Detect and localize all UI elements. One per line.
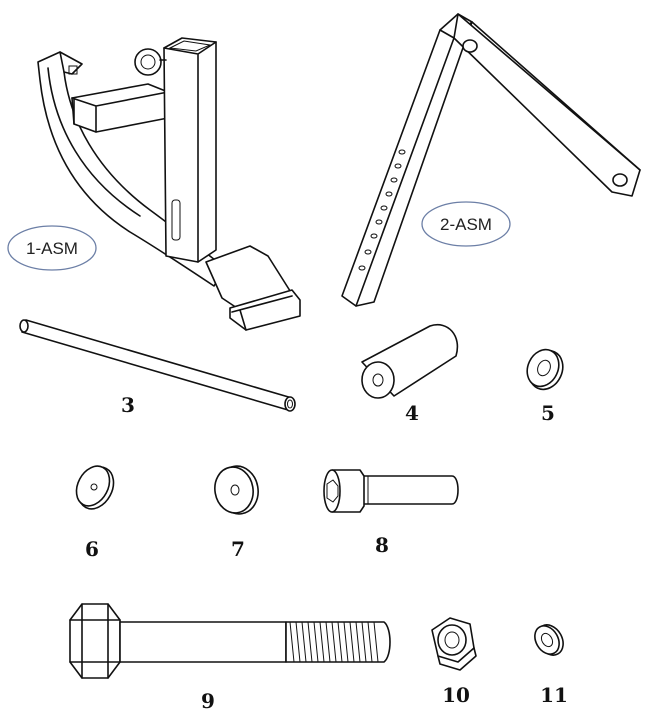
part-5-washer: 5 — [526, 348, 564, 425]
part-10-number: 10 — [442, 683, 470, 707]
part-4-spacer: 4 — [361, 323, 459, 425]
part-2-post-assembly — [341, 13, 641, 307]
part-11-washer: 11 — [534, 624, 568, 707]
part-5-number: 5 — [541, 401, 555, 425]
part-8-number: 8 — [375, 533, 389, 557]
post-holes — [358, 149, 406, 271]
part-7-number: 7 — [231, 537, 245, 561]
part-10-lock-nut: 10 — [431, 617, 477, 707]
label-1-asm: 1-ASM — [7, 225, 97, 271]
part-11-number: 11 — [540, 683, 568, 707]
label-2-asm: 2-ASM — [421, 201, 511, 247]
part-8-cap-screw: 8 — [323, 469, 459, 557]
part-9-number: 9 — [201, 689, 215, 713]
part-9-hex-bolt: 9 — [69, 603, 391, 713]
part-3-rod: 3 — [19, 319, 296, 417]
part-6-washer: 6 — [75, 465, 115, 561]
bolt-threads — [289, 621, 379, 663]
label-2-asm-text: 2-ASM — [440, 215, 492, 234]
part-1-frame-assembly — [37, 37, 301, 331]
part-4-number: 4 — [405, 401, 419, 425]
part-7-washer: 7 — [214, 465, 259, 561]
part-3-number: 3 — [121, 393, 135, 417]
label-1-asm-text: 1-ASM — [26, 239, 78, 258]
part-6-number: 6 — [85, 537, 99, 561]
